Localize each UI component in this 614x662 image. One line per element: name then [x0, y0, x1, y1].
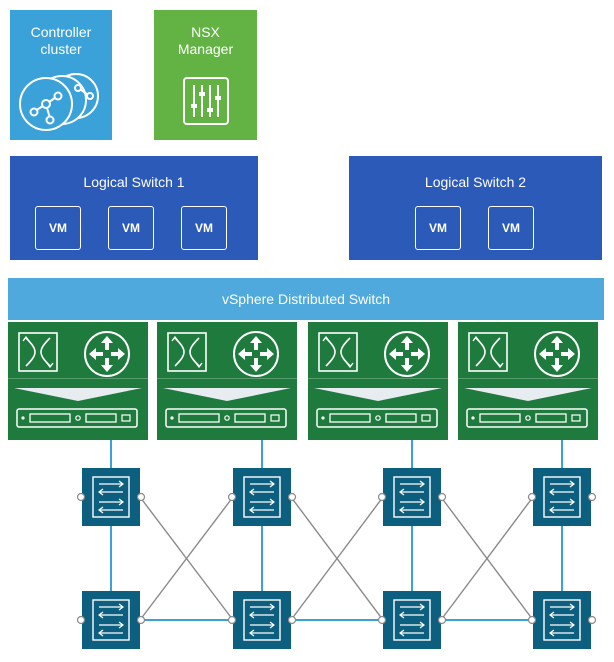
tray-shape [314, 388, 442, 401]
router-icon [84, 331, 130, 377]
vsphere-distributed-switch: vSphere Distributed Switch [8, 278, 604, 320]
physical-switch-icon [377, 591, 447, 649]
vm-box: VM [108, 206, 154, 250]
virtual-switch-icon [318, 332, 358, 372]
physical-switch-icon [527, 591, 597, 649]
rack-server-icon [165, 408, 287, 428]
virtual-switch-icon [167, 332, 207, 372]
esxi-host-1 [8, 322, 148, 440]
physical-switch-icon [227, 591, 297, 649]
cross-link [139, 496, 234, 621]
rack-server-icon [16, 408, 138, 428]
vm-box: VM [35, 206, 81, 250]
cross-link [290, 496, 384, 621]
physical-switch-icon [527, 468, 597, 526]
router-icon [233, 331, 279, 377]
logical-switch-1: Logical Switch 1 VM VM VM [10, 156, 258, 260]
logical-switch-2-label: Logical Switch 2 [424, 174, 527, 190]
rack-server-icon [466, 408, 588, 428]
sliders-icon [183, 77, 229, 125]
controller-cluster-label-line2: cluster [40, 41, 82, 57]
controller-cluster-label-line1: Controller [30, 24, 92, 40]
rack-server-icon [316, 408, 438, 428]
esxi-host-2 [157, 322, 297, 440]
router-icon [534, 331, 580, 377]
logical-switch-2: Logical Switch 2 VM VM [349, 156, 602, 260]
vm-box: VM [415, 206, 461, 250]
vm-box: VM [488, 206, 534, 250]
router-icon [384, 331, 430, 377]
virtual-switch-icon [18, 332, 58, 372]
nsx-manager-label-line2: Manager [177, 41, 234, 57]
logical-switch-1-label: Logical Switch 1 [83, 174, 185, 190]
tray-shape [464, 388, 592, 401]
virtual-switch-icon [468, 332, 508, 372]
physical-switch-icon [377, 468, 447, 526]
esxi-host-3 [308, 322, 448, 440]
tray-shape [163, 388, 291, 401]
physical-switch-icon [76, 468, 146, 526]
esxi-host-4 [458, 322, 598, 440]
physical-switch-icon [227, 468, 297, 526]
cross-link [440, 496, 534, 621]
controller-cluster-tile: Controller cluster [10, 10, 112, 140]
nsx-manager-label-line1: NSX [191, 24, 220, 40]
physical-switch-icon [76, 591, 146, 649]
tray-shape [14, 388, 142, 401]
vm-box: VM [181, 206, 227, 250]
nsx-manager-tile: NSX Manager [154, 10, 257, 140]
controller-cluster-icon [19, 73, 99, 131]
